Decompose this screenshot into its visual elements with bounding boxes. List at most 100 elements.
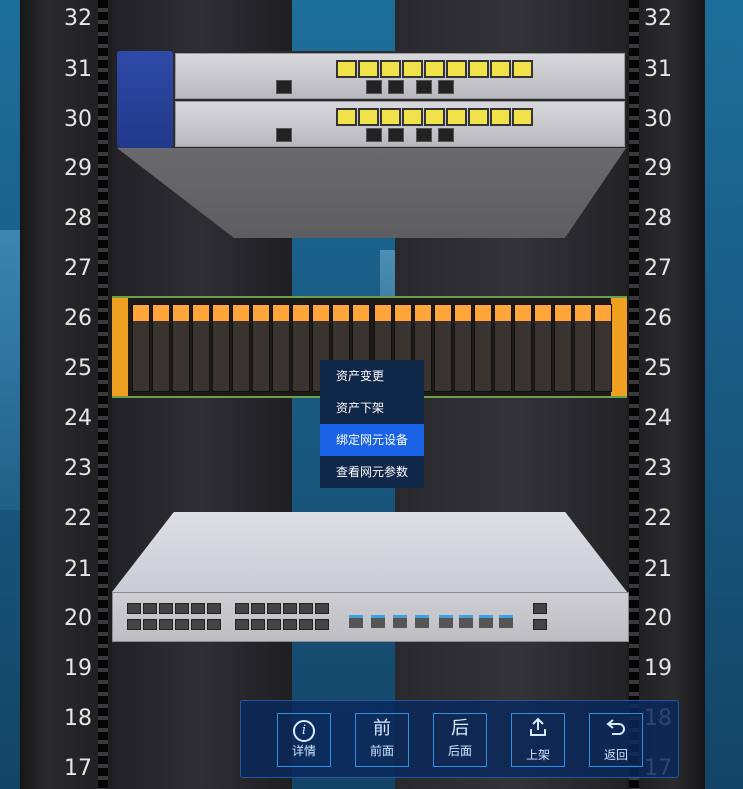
menu-item-asset-remove[interactable]: 资产下架 (336, 401, 385, 415)
ethernet-port (336, 108, 357, 126)
unit-number: 19 (64, 656, 92, 681)
drive-bay (292, 304, 310, 392)
drive-bay (534, 304, 552, 392)
sfp-port (371, 615, 385, 628)
rack-ear (112, 298, 128, 396)
ethernet-port (336, 60, 357, 78)
menu-item-asset-change[interactable]: 资产变更 (336, 369, 385, 383)
rj45-port (175, 619, 189, 630)
rj45-port (299, 619, 313, 630)
rj45-port (235, 603, 249, 614)
rj45-port (143, 619, 157, 630)
rack-holes-right (629, 0, 639, 789)
sfp-slot (276, 128, 292, 142)
drive-bay (172, 304, 190, 392)
sfp-port (459, 615, 473, 628)
return-label: 返回 (603, 748, 628, 762)
unit-number: 28 (644, 206, 672, 231)
back-view-button[interactable]: 后 后面 (433, 713, 487, 767)
menu-item-bind-ne-device[interactable]: 绑定网元设备 (320, 424, 424, 456)
rj45-port (143, 603, 157, 614)
sfp-slot (438, 80, 454, 94)
ethernet-port (512, 108, 533, 126)
unit-number: 21 (644, 557, 672, 582)
upload-icon (512, 716, 564, 746)
detail-label: 详情 (291, 744, 316, 758)
ethernet-port (424, 108, 445, 126)
ethernet-port (358, 108, 379, 126)
ethernet-port (380, 60, 401, 78)
sfp-port (415, 615, 429, 628)
rack-post-left (20, 0, 112, 789)
rj45-port (127, 603, 141, 614)
rj45-port (315, 619, 329, 630)
unit-number: 18 (64, 706, 92, 731)
network-switch-device[interactable] (112, 592, 629, 642)
front-view-label: 前面 (369, 744, 394, 758)
ethernet-port (468, 60, 489, 78)
ethernet-port (402, 108, 423, 126)
drive-bay (574, 304, 592, 392)
unit-number: 21 (64, 557, 92, 582)
drive-bay (252, 304, 270, 392)
back-icon: 后 (451, 718, 469, 739)
ethernet-port (468, 108, 489, 126)
unit-number: 25 (64, 356, 92, 381)
unit-number: 29 (64, 156, 92, 181)
unit-number: 30 (644, 107, 672, 132)
rj45-port (267, 603, 281, 614)
detail-button[interactable]: i 详情 (277, 713, 331, 767)
drive-bay (514, 304, 532, 392)
rj45-port (159, 619, 173, 630)
sfp-slot (276, 80, 292, 94)
drive-bay (192, 304, 210, 392)
unit-number: 32 (64, 6, 92, 31)
sfp-port (499, 615, 513, 628)
rj45-port (267, 619, 281, 630)
storage-array-device[interactable] (112, 296, 627, 398)
sfp-slot (416, 80, 432, 94)
router-device[interactable] (117, 51, 626, 148)
drive-bay (272, 304, 290, 392)
ethernet-port (446, 60, 467, 78)
drive-bay (152, 304, 170, 392)
rj45-port (175, 603, 189, 614)
rj45-port (315, 603, 329, 614)
rj45-port (283, 603, 297, 614)
mount-button[interactable]: 上架 (511, 713, 565, 767)
switch-top-cover (112, 512, 627, 592)
drive-bay (594, 304, 612, 392)
sfp-port (479, 615, 493, 628)
sfp-slot (366, 80, 382, 94)
sfp-port (439, 615, 453, 628)
sfp-slot (388, 80, 404, 94)
sfp-port (393, 615, 407, 628)
router-line-card (175, 101, 625, 147)
rack-ear (611, 298, 627, 396)
front-view-button[interactable]: 前 前面 (355, 713, 409, 767)
menu-item-view-ne-params[interactable]: 查看网元参数 (336, 465, 409, 479)
return-button[interactable]: 返回 (589, 713, 643, 767)
router-line-card (175, 53, 625, 99)
unit-number: 20 (644, 606, 672, 631)
unit-number: 22 (64, 506, 92, 531)
console-port (533, 603, 547, 614)
drive-bay (454, 304, 472, 392)
unit-number: 25 (644, 356, 672, 381)
rj45-port (159, 603, 173, 614)
sfp-slot (366, 128, 382, 142)
ethernet-port (380, 108, 401, 126)
drive-bay (232, 304, 250, 392)
unit-number: 23 (64, 456, 92, 481)
rj45-port (251, 603, 265, 614)
unit-number: 27 (64, 256, 92, 281)
rack-post-right (627, 0, 705, 789)
unit-number: 19 (644, 656, 672, 681)
rj45-port (207, 603, 221, 614)
unit-number: 31 (644, 57, 672, 82)
unit-number: 31 (64, 57, 92, 82)
front-icon: 前 (373, 718, 391, 739)
sfp-port (349, 615, 363, 628)
ethernet-port (402, 60, 423, 78)
